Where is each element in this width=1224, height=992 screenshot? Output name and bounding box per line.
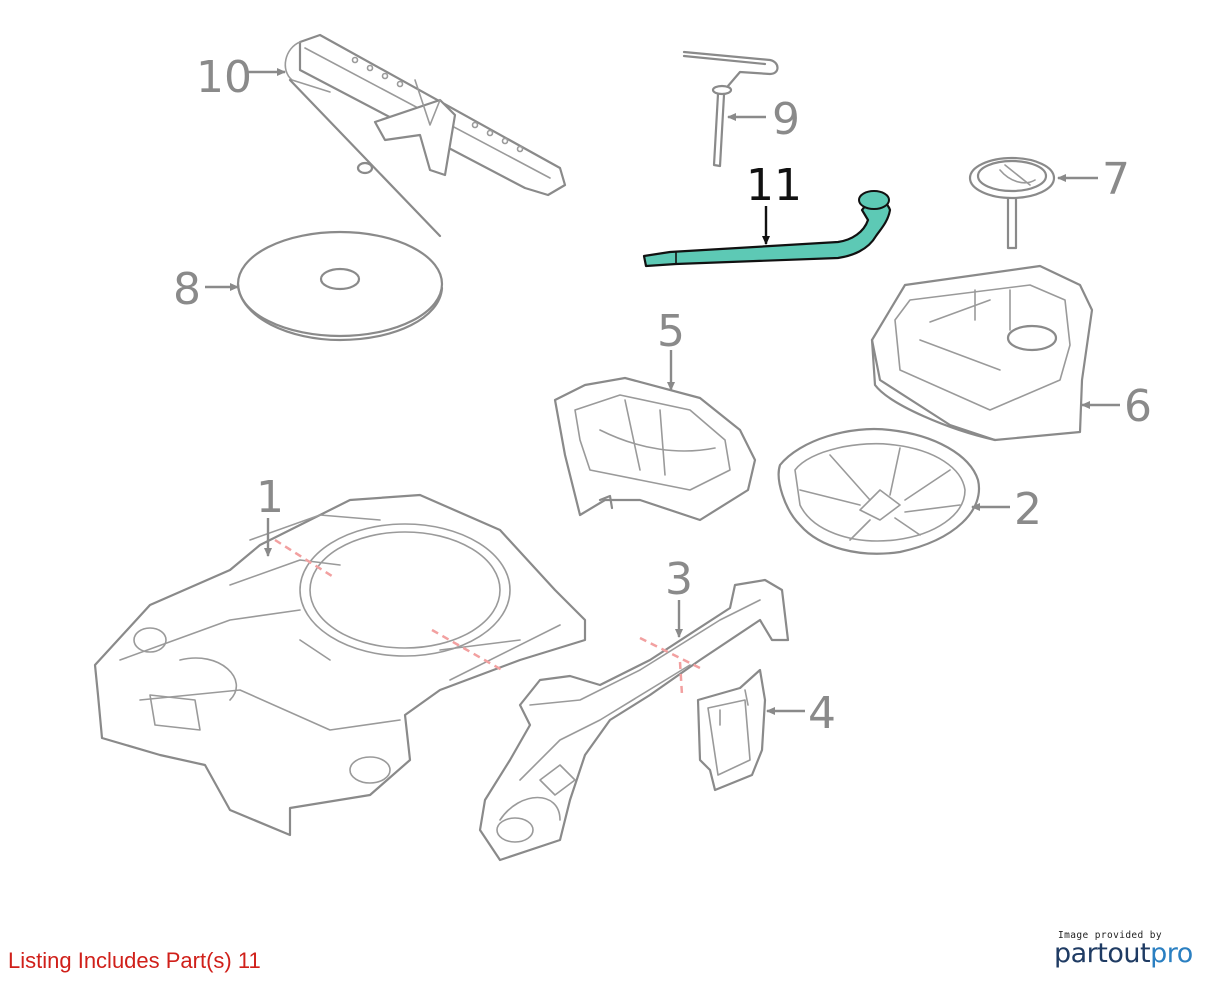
callout-8: 8 (173, 264, 201, 315)
part-3-rear-rail (478, 578, 790, 862)
part-6-foam-tray (870, 264, 1094, 442)
part-11-wrench-handle (642, 190, 892, 268)
provider-logo-part2: pro (1150, 938, 1193, 969)
callout-7: 7 (1102, 154, 1130, 205)
callout-1: 1 (256, 472, 284, 523)
part-2-spare-tub (777, 428, 981, 555)
listing-includes-note: Listing Includes Part(s) 11 (8, 948, 261, 973)
callout-2: 2 (1014, 484, 1042, 535)
part-9-hook-rod (682, 50, 779, 168)
part-7-cover-plate (968, 156, 1056, 250)
callout-10: 10 (196, 52, 252, 103)
callout-3: 3 (665, 554, 693, 605)
part-1-floor-pan (93, 493, 587, 837)
callout-5: 5 (657, 306, 685, 357)
callout-11: 11 (746, 160, 802, 211)
part-5-well-liner (553, 376, 757, 522)
callout-9: 9 (772, 94, 800, 145)
provider-logo: partoutpro (1054, 938, 1193, 969)
part-10-scissor-jack (284, 33, 567, 238)
provider-caption: Image provided by (1058, 930, 1163, 941)
provider-logo-part1: partout (1054, 938, 1151, 969)
part-8-round-disc (236, 230, 444, 342)
part-4-bracket (696, 668, 767, 792)
callout-4: 4 (808, 688, 836, 739)
callout-6: 6 (1124, 381, 1152, 432)
